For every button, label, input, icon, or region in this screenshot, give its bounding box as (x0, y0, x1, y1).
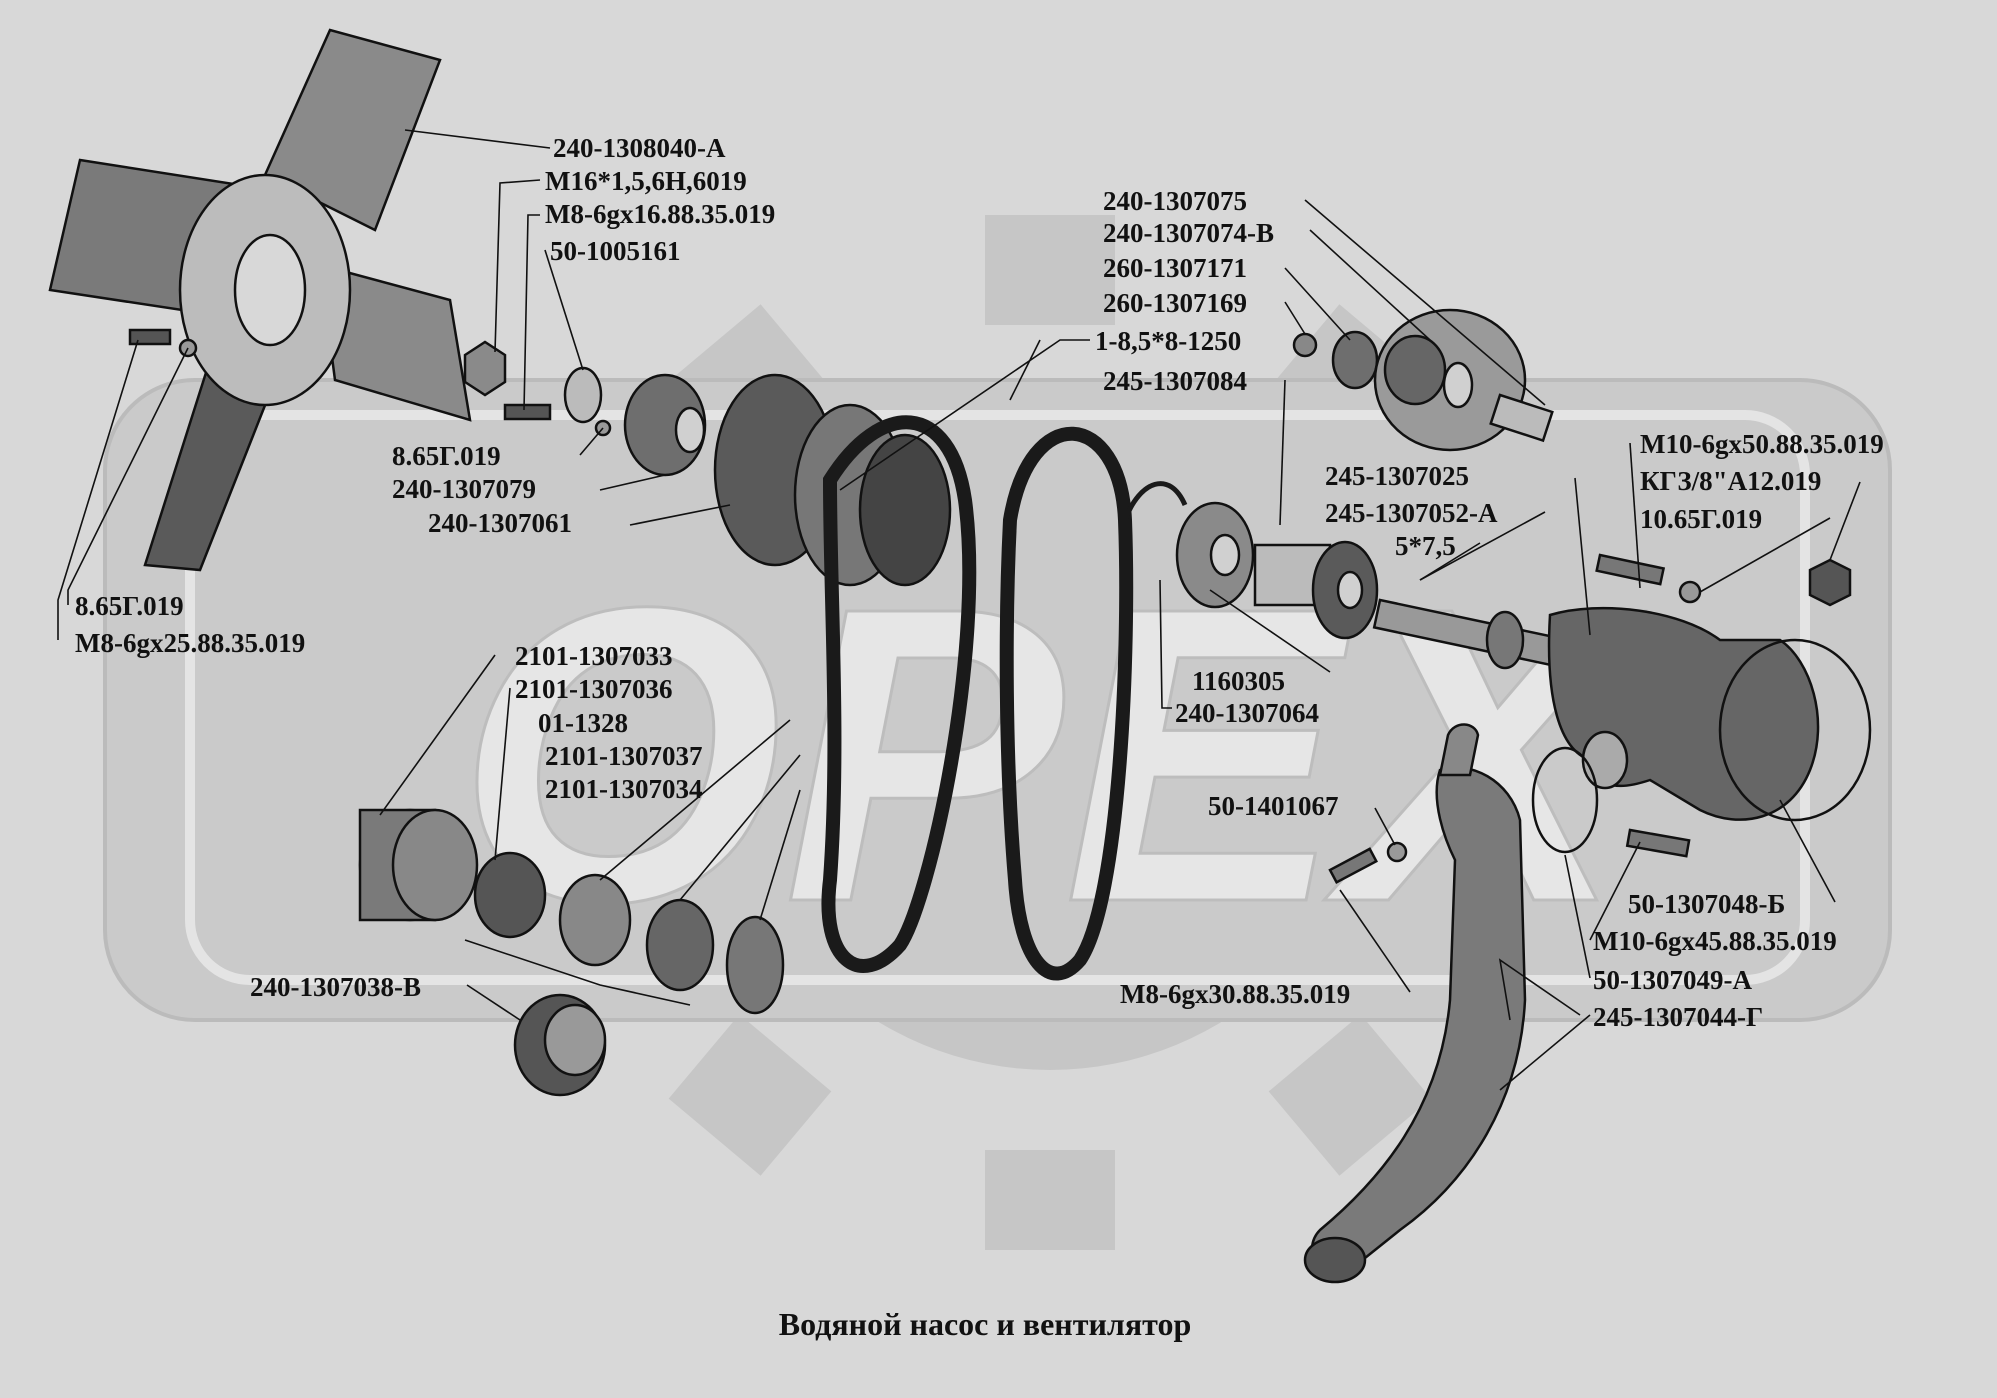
label-p037: 2101-1307037 (545, 741, 703, 771)
label-p084: 245-1307084 (1103, 366, 1247, 396)
label-washer-top: 50-1005161 (550, 236, 681, 266)
label-p044: 245-1307044-Г (1593, 1002, 1763, 1032)
fan-center-hole (233, 233, 307, 347)
label-p048: 50-1307048-Б (1628, 889, 1785, 919)
shaft-collar-icon (1485, 610, 1525, 670)
fan-assembly (48, 28, 472, 572)
label-p1328: 01-1328 (538, 708, 628, 738)
part-034-icon (725, 915, 785, 1015)
label-hub-079: 240-1307079 (392, 474, 536, 504)
flange-074-hub (1383, 334, 1447, 406)
part-037-icon (645, 898, 715, 992)
clutch-parts (358, 808, 785, 1097)
label-p171: 260-1307171 (1103, 253, 1247, 283)
bolt-m10-50-icon (1595, 553, 1666, 586)
label-bearing-1160305: 1160305 (1192, 666, 1285, 696)
pipe-end-icon (1303, 1236, 1367, 1284)
label-washer-1065: 10.65Г.019 (1640, 504, 1762, 534)
label-fan-blade: 240-1308040-А (553, 133, 726, 163)
label-p038: 240-1307038-В (250, 972, 421, 1002)
hub-pulley (623, 373, 952, 587)
part-038-face (543, 1003, 607, 1077)
label-p075: 240-1307075 (1103, 186, 1247, 216)
label-nut-m16: М16*1,5,6Н,6019 (545, 166, 747, 196)
bearing-1160305-bore (1336, 570, 1364, 610)
label-bolt-m8-30: М8-6gx30.88.35.019 (1120, 979, 1350, 1009)
part-1328-icon (558, 873, 632, 967)
label-p049: 50-1307049-А (1593, 965, 1752, 995)
gasket-048-icon (1718, 638, 1872, 822)
label-washer-865-b: 8.65Г.019 (75, 591, 184, 621)
label-p025: 245-1307025 (1325, 461, 1469, 491)
label-bolt-m8-25: М8-6gx25.88.35.019 (75, 628, 305, 658)
label-p033: 2101-1307033 (515, 641, 673, 671)
belt-middle-icon (999, 426, 1134, 981)
label-bolt-m10-50: М10-6gx50.88.35.019 (1640, 429, 1884, 459)
label-p169: 260-1307169 (1103, 288, 1247, 318)
shaft-bearings (1175, 501, 1578, 671)
flange-074-bore (1442, 361, 1474, 409)
label-bolt-m8-16: М8-6gx16.88.35.019 (545, 199, 775, 229)
upper-assembly (1292, 308, 1554, 452)
fan-blade-top (263, 28, 442, 232)
bolt-m8-30-icon (1328, 847, 1378, 885)
leader-lines (57, 129, 1861, 1091)
label-p1401067: 50-1401067 (1208, 791, 1339, 821)
watermark-frame (103, 378, 1892, 1022)
plug-kgz-icon (1808, 558, 1852, 607)
belt-left-icon (821, 415, 977, 973)
part-labels: 240-1308040-А М16*1,5,6Н,6019 М8-6gx16.8… (75, 133, 1884, 1032)
label-pulley-061: 240-1307061 (428, 508, 572, 538)
bolt-m10-45-icon (1625, 828, 1691, 858)
housing-port-icon (1581, 730, 1629, 790)
belt-tail-icon (1122, 481, 1188, 521)
washer-1401067-icon (1386, 841, 1408, 863)
part-033-face (391, 808, 479, 922)
label-p064: 240-1307064 (1175, 698, 1319, 728)
label-p074: 240-1307074-В (1103, 218, 1274, 248)
bolt-m8-25-icon (128, 328, 172, 346)
label-belt: 1-8,5*8-1250 (1095, 326, 1241, 356)
label-p052: 245-1307052-А (1325, 498, 1498, 528)
label-key-575: 5*7,5 (1395, 531, 1456, 561)
inlet-pipe (1303, 723, 1527, 1284)
bushing-075-icon (1489, 393, 1554, 443)
washer-top-icon (563, 366, 603, 424)
ring-169-icon (1292, 332, 1318, 358)
belts (821, 415, 1188, 981)
bolt-m8-16-icon (503, 403, 552, 421)
group-bracket (464, 939, 691, 1006)
nut-m16-icon (463, 340, 507, 397)
label-p034: 2101-1307034 (545, 774, 703, 804)
label-bolt-m10-45: М10-6gx45.88.35.019 (1593, 926, 1837, 956)
label-plug-kgz: КГЗ/8"А12.019 (1640, 466, 1821, 496)
bearing-084-bore (1209, 533, 1241, 577)
pump-housing (1531, 553, 1872, 858)
hub-079-bore (674, 406, 706, 454)
diagram-caption: Водяной насос и вентилятор (779, 1306, 1192, 1342)
gasket-049-icon (1531, 746, 1599, 854)
pulley-061-groove (858, 433, 952, 587)
seal-171-icon (1331, 330, 1379, 390)
pipe-stub-icon (1438, 723, 1480, 777)
part-036-icon (473, 851, 547, 939)
label-p036: 2101-1307036 (515, 674, 673, 704)
washer-1065-icon (1678, 580, 1702, 604)
label-washer-865-a: 8.65Г.019 (392, 441, 501, 471)
